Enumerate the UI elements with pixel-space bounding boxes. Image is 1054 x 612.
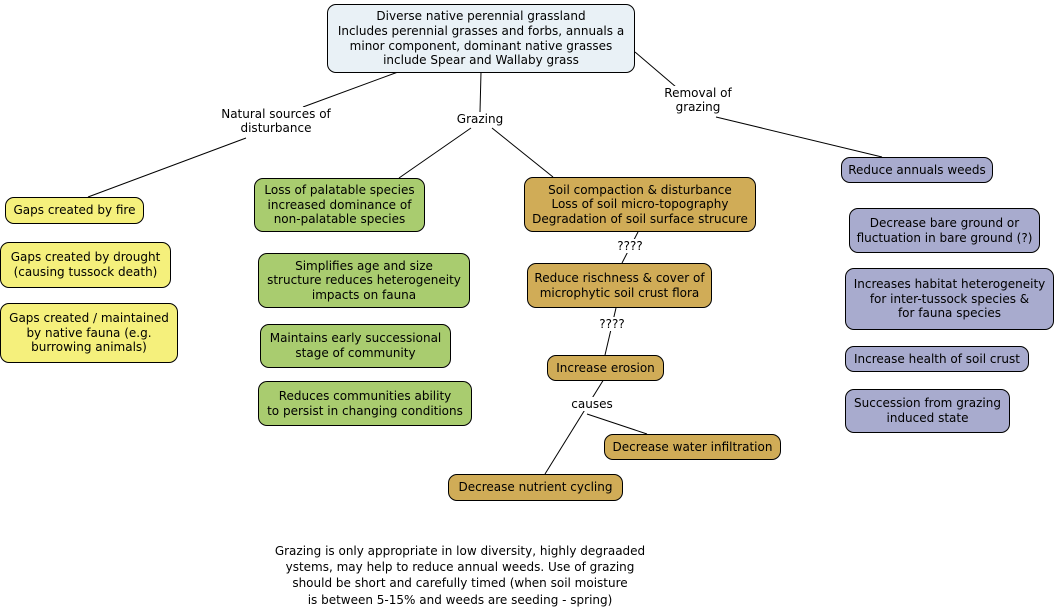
node-reduce-soil-crust-flora: Reduce rischness & cover of microphytic … [527,263,712,308]
edge-label-grazing: Grazing [449,112,511,127]
connector-erosion-to-nutrient-cycling [544,378,605,475]
edge-label-unknown-2: ???? [590,317,634,332]
node-early-successional-stage: Maintains early successional stage of co… [260,324,451,368]
node-increase-crust-health: Increase health of soil crust [845,346,1029,372]
node-reduces-persistence: Reduces communities ability to persist i… [258,381,472,426]
edge-label-natural-disturbance: Natural sources of disturbance [206,107,346,136]
edge-label-causes: causes [564,397,620,412]
node-gaps-fire: Gaps created by fire [5,197,144,224]
node-increase-heterogeneity: Increases habitat heterogeneity for inte… [845,268,1054,330]
node-root-grassland: Diverse native perennial grassland Inclu… [327,4,635,73]
connector-removal-label-to-reduce-weeds [715,116,883,158]
node-decrease-water-infiltration: Decrease water infiltration [604,434,781,460]
edge-label-removal-grazing: Removal of grazing [650,86,746,115]
node-loss-palatable-species: Loss of palatable species increased domi… [254,178,425,232]
connector-natural-label-to-gaps-fire [87,137,247,198]
node-decrease-nutrient-cycling: Decrease nutrient cycling [448,474,623,501]
connector-causes-to-water-infiltration [586,413,648,435]
connector-grazing-label-to-loss-palatable [398,127,472,179]
node-gaps-fauna: Gaps created / maintained by native faun… [0,303,178,363]
node-succession-from-grazing: Succession from grazing induced state [845,389,1010,433]
node-gaps-drought: Gaps created by drought (causing tussock… [0,242,171,288]
edge-label-unknown-1: ???? [608,239,652,254]
connector-root-to-removal-label [634,51,677,88]
node-simplifies-structure: Simplifies age and size structure reduce… [258,253,470,308]
connector-grazing-label-to-soil-compaction [491,127,554,178]
connector-soil-crust-to-erosion [604,307,617,356]
node-soil-compaction: Soil compaction & disturbance Loss of so… [524,177,756,232]
connector-root-to-grazing-label [479,71,482,113]
node-increase-erosion: Increase erosion [547,355,664,381]
connector-root-to-natural-label [302,71,399,108]
node-reduce-annual-weeds: Reduce annuals weeds [841,157,993,183]
footnote-text: Grazing is only appropriate in low diver… [274,544,646,607]
node-decrease-bare-ground: Decrease bare ground or fluctuation in b… [849,208,1040,253]
